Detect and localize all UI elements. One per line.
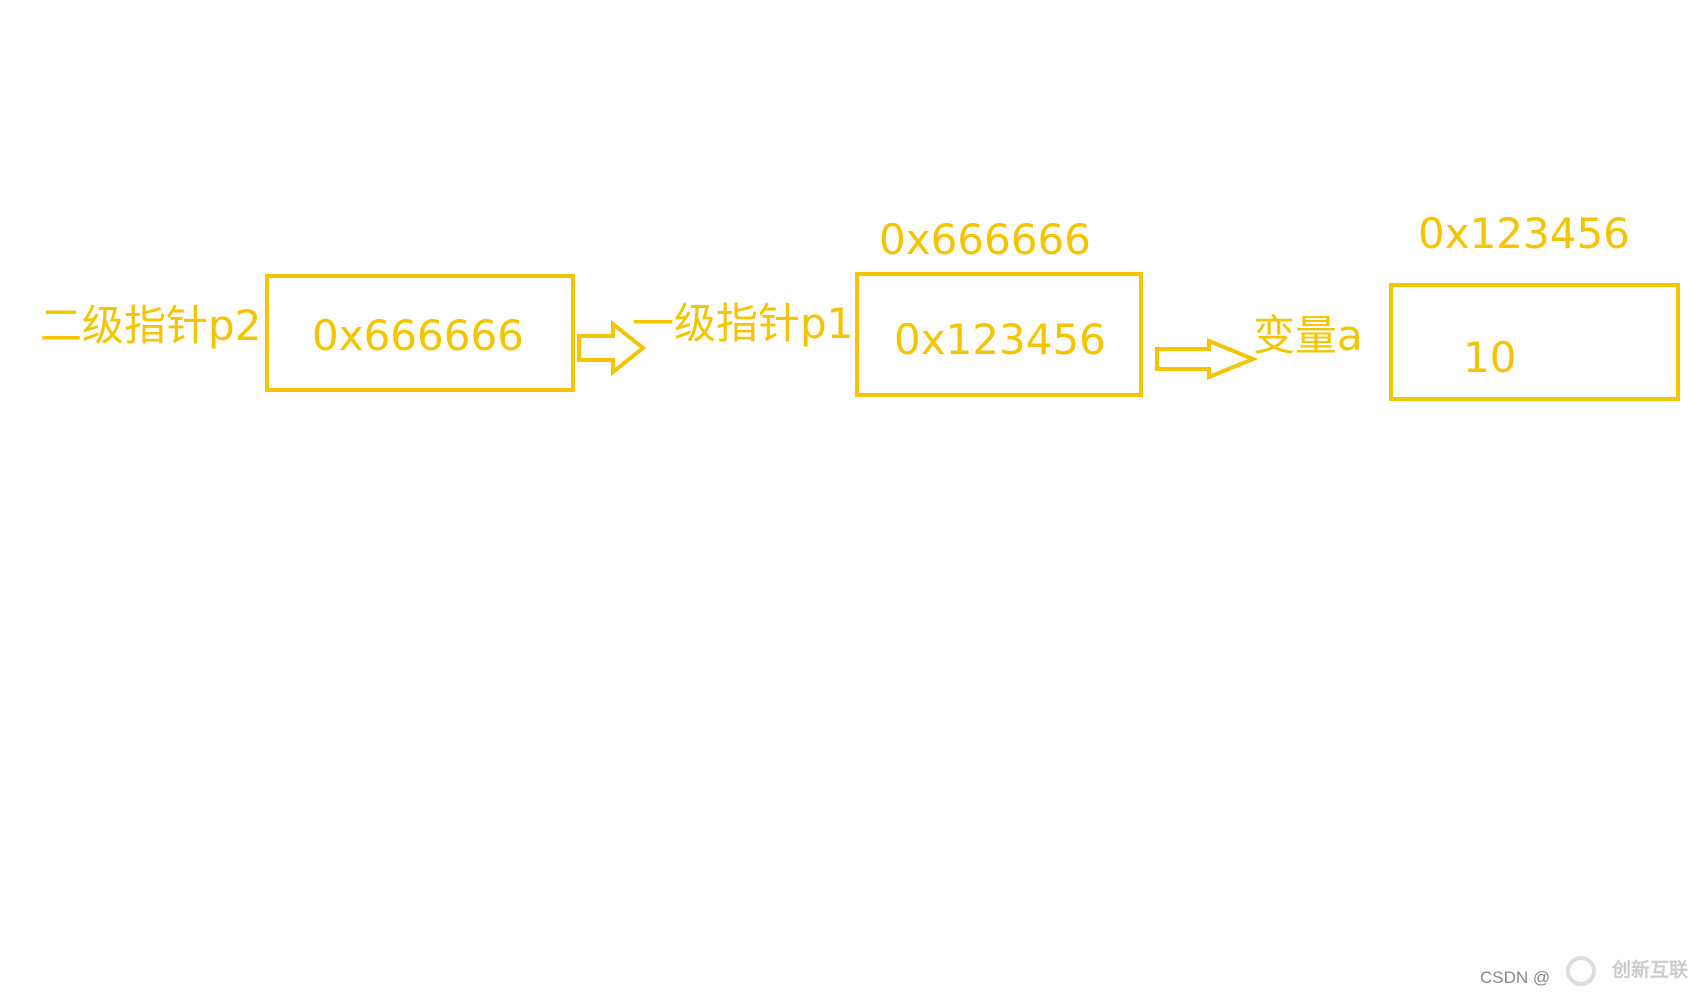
- arrow-right-icon: [577, 319, 647, 377]
- p1-address: 0x666666: [879, 215, 1091, 264]
- p2-value: 0x666666: [312, 311, 524, 360]
- watermark-source: CSDN @: [1480, 968, 1551, 987]
- watermark-brand: 创新互联: [1612, 959, 1689, 981]
- p2-label: 二级指针p2: [40, 301, 262, 350]
- arrow-right-icon: [1155, 338, 1259, 380]
- p1-value: 0x123456: [894, 315, 1106, 364]
- p1-box: [855, 272, 1143, 397]
- a-value: 10: [1463, 333, 1517, 382]
- a-address: 0x123456: [1418, 209, 1630, 258]
- p1-label: 一级指针p1: [632, 299, 854, 348]
- a-box: [1389, 283, 1680, 401]
- brand-logo-icon: [1566, 956, 1596, 986]
- p2-box: [265, 274, 575, 392]
- a-label: 变量a: [1253, 311, 1363, 360]
